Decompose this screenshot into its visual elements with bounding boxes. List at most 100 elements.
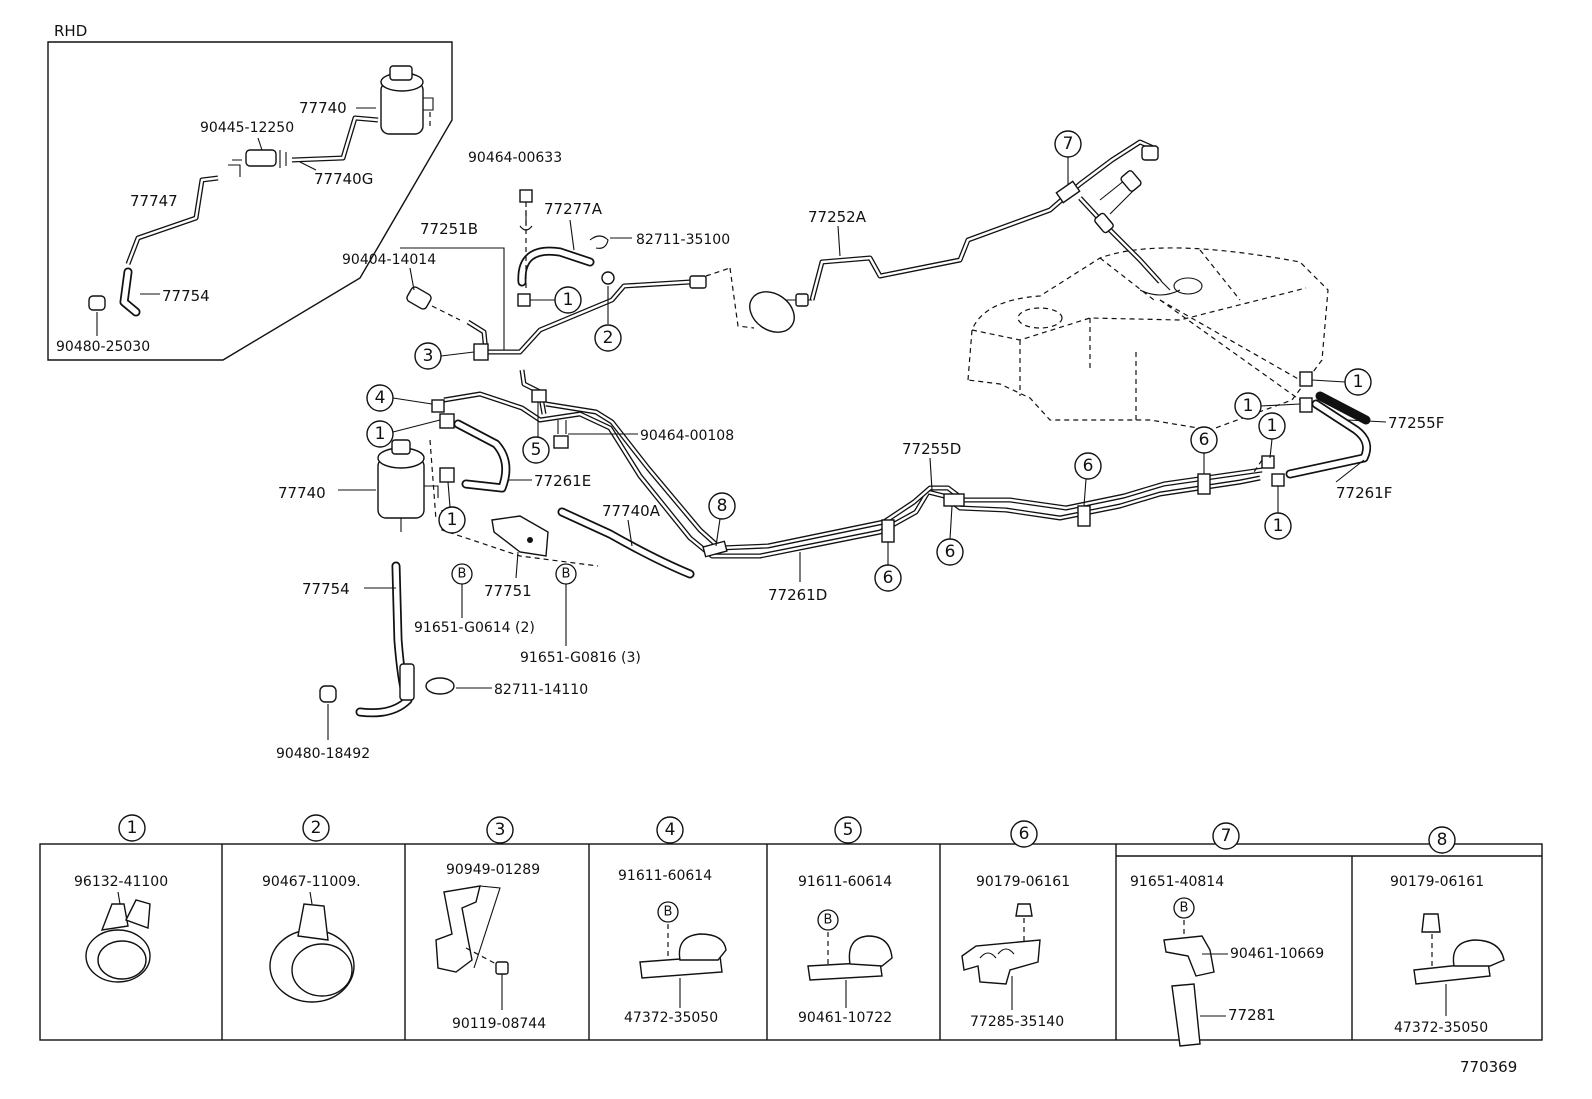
legend-head-6: 6 bbox=[1010, 820, 1038, 848]
label-90445-12250: 90445-12250 bbox=[200, 120, 294, 136]
svg-text:6: 6 bbox=[1019, 824, 1030, 844]
fuel-filter bbox=[729, 267, 812, 333]
svg-text:6: 6 bbox=[945, 542, 956, 562]
inset-frame bbox=[47, 41, 453, 361]
callout-6-d: 6 bbox=[1190, 426, 1218, 454]
legend-head-4: 4 bbox=[656, 816, 684, 844]
multi-clip-icon bbox=[961, 903, 1041, 1010]
rhd-inset: RHD 77740 90445-12250 77740G 77747 77754… bbox=[47, 22, 453, 361]
svg-text:3: 3 bbox=[495, 820, 506, 840]
label-77751: 77751 bbox=[484, 582, 532, 600]
bolt-callout-a: B bbox=[451, 563, 473, 585]
callout-6-c: 6 bbox=[1074, 452, 1102, 480]
label-77754-inset: 77754 bbox=[162, 287, 210, 305]
callout-1-e: 1 bbox=[1234, 392, 1262, 420]
legend-8-part-b: 47372-35050 bbox=[1394, 1020, 1488, 1036]
svg-text:8: 8 bbox=[1437, 830, 1448, 850]
callout-6-b: 6 bbox=[936, 538, 964, 566]
label-77740a: 77740A bbox=[602, 502, 661, 520]
inset-cap bbox=[88, 295, 106, 311]
clamp-1-mid bbox=[439, 413, 455, 429]
label-77277a: 77277A bbox=[544, 200, 603, 218]
callout-1-g: 1 bbox=[1264, 512, 1292, 540]
label-77252a: 77252A bbox=[808, 208, 867, 226]
clamp-1-tank-b bbox=[1299, 397, 1313, 413]
inset-pipe-77740g bbox=[291, 115, 379, 163]
svg-text:1: 1 bbox=[1243, 396, 1254, 416]
svg-text:6: 6 bbox=[883, 568, 894, 588]
legend-table: 1 2 3 4 5 6 7 8 96132-41100 90467-11009.… bbox=[39, 814, 1543, 1047]
label-77261f: 77261F bbox=[1336, 484, 1392, 502]
svg-text:1: 1 bbox=[1353, 372, 1364, 392]
legend-head-8: 8 bbox=[1428, 826, 1456, 854]
legend-8-part-a: 90179-06161 bbox=[1390, 874, 1484, 890]
clip-82711-14110 bbox=[425, 677, 455, 695]
inset-title: RHD bbox=[54, 22, 87, 40]
svg-text:1: 1 bbox=[563, 290, 574, 310]
label-91651-g0816: 91651-G0816 (3) bbox=[520, 650, 641, 666]
svg-text:B: B bbox=[562, 567, 571, 582]
callout-5: 5 bbox=[522, 436, 550, 464]
clamp-6-d bbox=[1197, 473, 1211, 495]
callout-7: 7 bbox=[1054, 130, 1082, 158]
label-90480-25030: 90480-25030 bbox=[56, 339, 150, 355]
legend-6-part-a: 90179-06161 bbox=[976, 874, 1070, 890]
callout-1-b: 1 bbox=[366, 420, 394, 448]
legend-head-5: 5 bbox=[834, 816, 862, 844]
clip-band-icon bbox=[269, 891, 355, 1003]
label-77747: 77747 bbox=[130, 192, 178, 210]
bolt-callout-b: B bbox=[555, 563, 577, 585]
callout-1-d: 1 bbox=[1344, 368, 1372, 396]
clamp-4 bbox=[431, 399, 445, 413]
label-82711-35100: 82711-35100 bbox=[636, 232, 730, 248]
svg-text:1: 1 bbox=[1273, 516, 1284, 536]
diagram-id: 770369 bbox=[1460, 1058, 1517, 1076]
callout-1-f: 1 bbox=[1258, 412, 1286, 440]
clamp-1-tank-a bbox=[1299, 371, 1313, 387]
svg-text:5: 5 bbox=[531, 440, 542, 460]
cap-90480-18492 bbox=[319, 685, 337, 703]
pipe-77251b bbox=[480, 279, 691, 355]
svg-text:8: 8 bbox=[717, 496, 728, 516]
label-82711-14110: 82711-14110 bbox=[494, 682, 588, 698]
clamp-1-upper bbox=[517, 293, 531, 307]
svg-text:4: 4 bbox=[665, 820, 676, 840]
clamp-1-low bbox=[439, 467, 455, 483]
clamp-3 bbox=[473, 343, 489, 361]
legend-2-part-a: 90467-11009. bbox=[262, 874, 361, 890]
legend-6-part-b: 77285-35140 bbox=[970, 1014, 1064, 1030]
callout-6-a: 6 bbox=[874, 564, 902, 592]
svg-text:2: 2 bbox=[311, 818, 322, 838]
label-91651-g0614: 91651-G0614 (2) bbox=[414, 620, 535, 636]
svg-text:7: 7 bbox=[1221, 826, 1232, 846]
pipe-clamp-icon-5: B bbox=[807, 909, 893, 1008]
label-77255d: 77255D bbox=[902, 440, 961, 458]
svg-text:B: B bbox=[664, 905, 673, 920]
svg-text:7: 7 bbox=[1063, 134, 1074, 154]
legend-head-3: 3 bbox=[486, 816, 514, 844]
label-77251b: 77251B bbox=[420, 220, 478, 238]
label-77261d: 77261D bbox=[768, 586, 827, 604]
label-90464-00108: 90464-00108 bbox=[640, 428, 734, 444]
clamp-7 bbox=[1055, 180, 1081, 204]
label-77740-inset: 77740 bbox=[299, 99, 347, 117]
inset-canister bbox=[380, 65, 434, 135]
label-90464-00633: 90464-00633 bbox=[468, 150, 562, 166]
legend-1-part-a: 96132-41100 bbox=[74, 874, 168, 890]
inset-pipe-77747 bbox=[125, 175, 219, 265]
legend-5-part-b: 90461-10722 bbox=[798, 1010, 892, 1026]
svg-text:1: 1 bbox=[447, 510, 458, 530]
clamp-1-tank-c bbox=[1261, 455, 1275, 469]
svg-text:1: 1 bbox=[1267, 416, 1278, 436]
legend-4-part-b: 47372-35050 bbox=[624, 1010, 718, 1026]
svg-text:5: 5 bbox=[843, 820, 854, 840]
callout-4: 4 bbox=[366, 384, 394, 412]
legend-3-part-a: 90949-01289 bbox=[446, 862, 540, 878]
legend-head-7: 7 bbox=[1212, 822, 1240, 850]
pipe-clamp-icon-4: B bbox=[639, 901, 727, 1008]
callout-1-a: 1 bbox=[554, 286, 582, 314]
svg-text:2: 2 bbox=[603, 328, 614, 348]
legend-7-part-a: 91651-40814 bbox=[1130, 874, 1224, 890]
callout-2: 2 bbox=[594, 324, 622, 352]
